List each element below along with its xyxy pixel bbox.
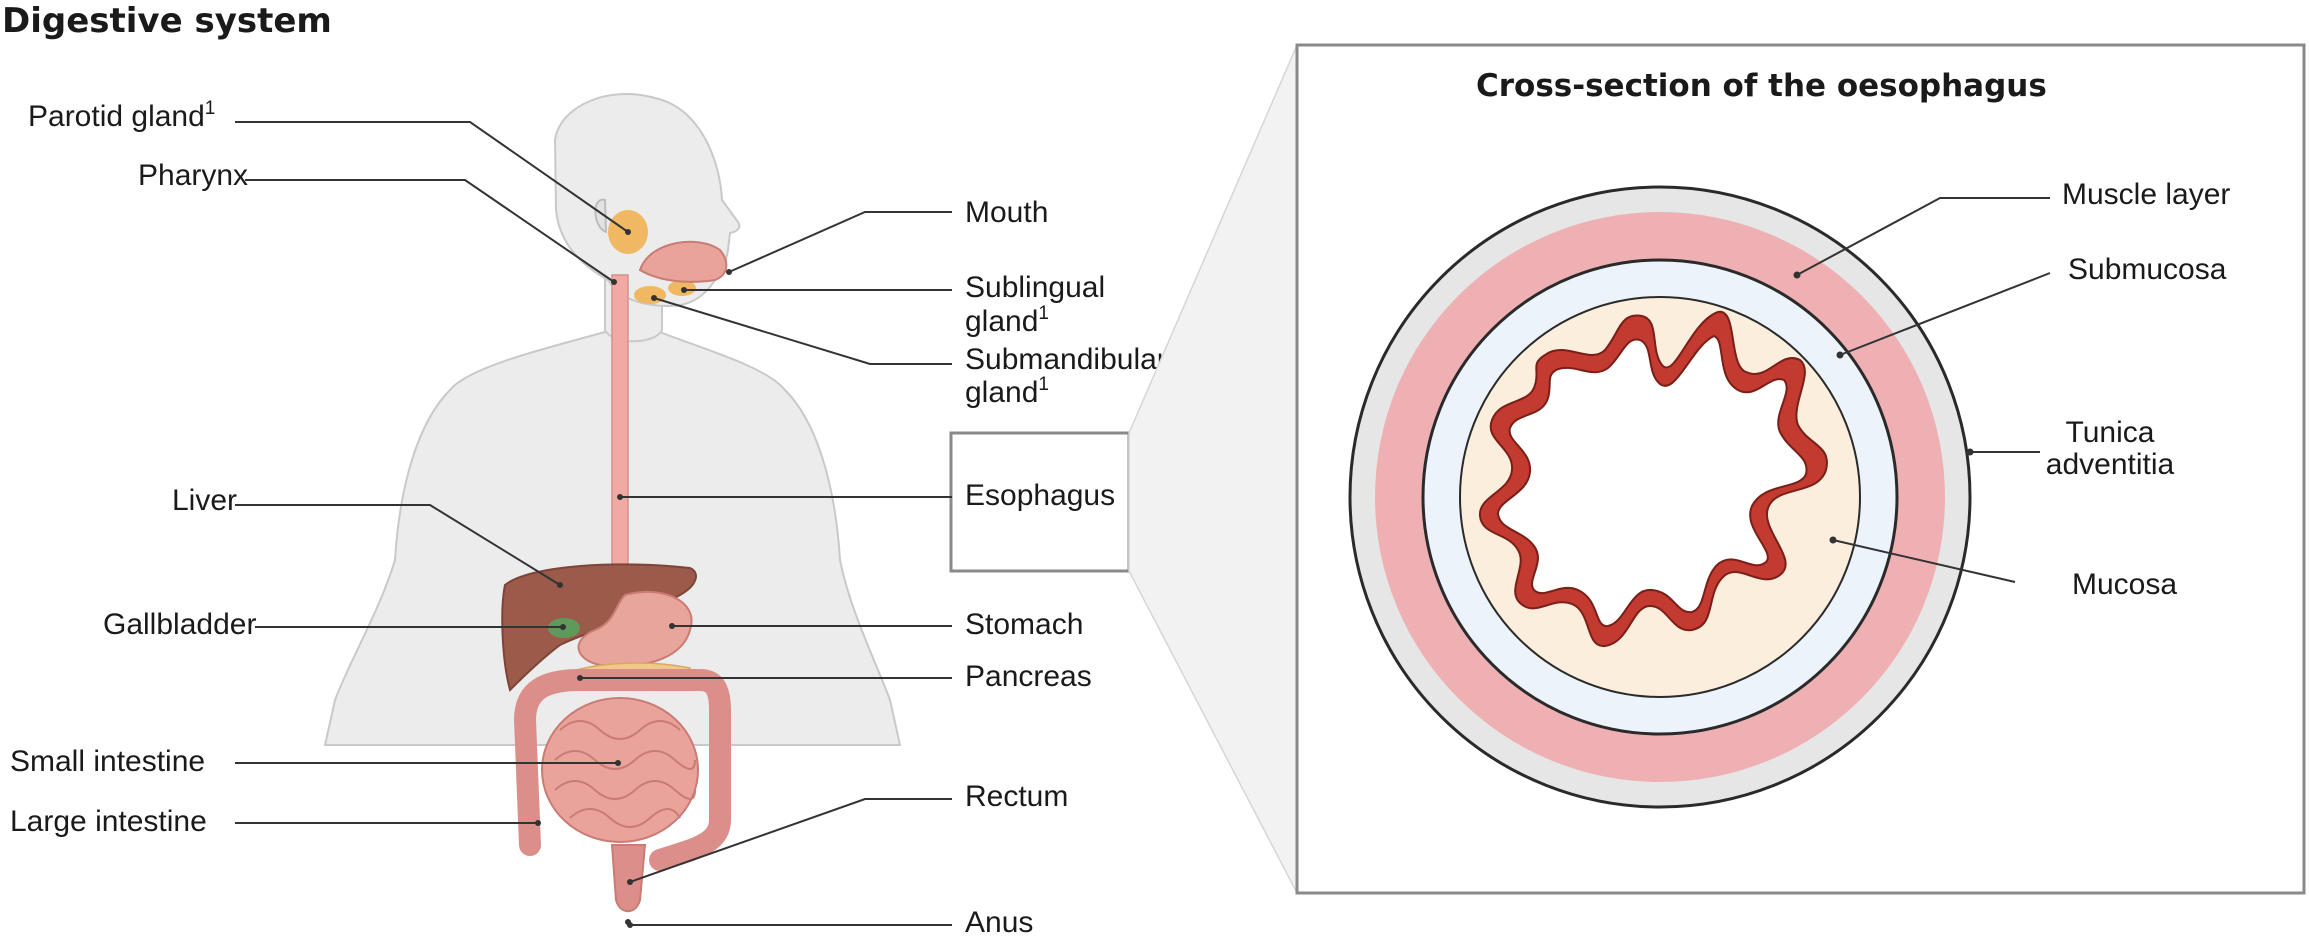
panel-title: Cross-section of the oesophagus xyxy=(1476,68,2047,104)
svg-text:adventitia: adventitia xyxy=(2046,448,2175,481)
esophagus-highlight-box xyxy=(949,431,1131,573)
label-liver: Liver xyxy=(172,484,563,588)
submandibular-gland xyxy=(634,286,666,304)
svg-text:gland1: gland1 xyxy=(965,374,1049,409)
svg-text:Parotid gland1: Parotid gland1 xyxy=(28,98,215,133)
svg-text:gland1: gland1 xyxy=(965,303,1049,338)
rectum-organ xyxy=(610,844,647,913)
label-pharynx: Pharynx xyxy=(138,159,617,285)
small-intestine-organ xyxy=(541,697,699,843)
mouth-cavity xyxy=(638,240,728,283)
svg-text:Muscle layer: Muscle layer xyxy=(2062,178,2230,211)
label-mouth: Mouth xyxy=(726,196,1048,275)
label-gallbladder: Gallbladder xyxy=(103,608,566,641)
svg-text:Rectum: Rectum xyxy=(965,780,1068,813)
svg-text:Mucosa: Mucosa xyxy=(2072,568,2177,601)
label-pancreas: Pancreas xyxy=(577,660,1092,693)
label-esophagus: Esophagus xyxy=(617,431,1131,573)
zoom-connector xyxy=(1128,44,1298,894)
svg-text:Gallbladder: Gallbladder xyxy=(103,608,256,641)
svg-text:Stomach: Stomach xyxy=(965,608,1083,641)
svg-text:Mouth: Mouth xyxy=(965,196,1048,229)
svg-text:Esophagus: Esophagus xyxy=(965,479,1115,512)
esophagus-tube xyxy=(611,274,629,571)
svg-text:Anus: Anus xyxy=(965,906,1033,939)
main-title: Digestive system xyxy=(2,1,332,41)
salivary-glands xyxy=(608,210,696,304)
label-sublingual-gland: Sublingual gland1 xyxy=(681,271,1105,338)
label-stomach: Stomach xyxy=(669,608,1083,641)
oesophagus-cross-section xyxy=(1348,185,1972,809)
svg-text:Tunica: Tunica xyxy=(2066,416,2155,449)
svg-text:Small intestine: Small intestine xyxy=(10,745,205,778)
label-small-intestine: Small intestine xyxy=(10,745,621,778)
label-parotid-gland: Parotid gland1 xyxy=(28,98,631,235)
label-large-intestine: Large intestine xyxy=(10,805,541,838)
label-rectum: Rectum xyxy=(627,780,1068,885)
svg-text:Submandibular: Submandibular xyxy=(965,343,1167,376)
svg-text:Pharynx: Pharynx xyxy=(138,159,248,192)
label-mucosa: Mucosa xyxy=(1829,536,2177,601)
label-submandibular-gland: Submandibular gland1 xyxy=(651,295,1167,409)
label-muscle-layer: Muscle layer xyxy=(1793,178,2230,279)
svg-text:Liver: Liver xyxy=(172,484,237,517)
svg-text:Large intestine: Large intestine xyxy=(10,805,207,838)
label-anus: Anus xyxy=(627,906,1033,939)
large-intestine-organ xyxy=(513,669,731,871)
small-intestine-coils xyxy=(554,720,696,828)
svg-text:Sublingual: Sublingual xyxy=(965,271,1105,304)
svg-text:Pancreas: Pancreas xyxy=(965,660,1092,693)
label-tunica-adventitia: Tunica adventitia xyxy=(1966,416,2175,481)
svg-text:Submucosa: Submucosa xyxy=(2068,253,2227,286)
label-submucosa: Submucosa xyxy=(1836,253,2227,359)
oesophageal-lumen xyxy=(1497,335,1808,628)
